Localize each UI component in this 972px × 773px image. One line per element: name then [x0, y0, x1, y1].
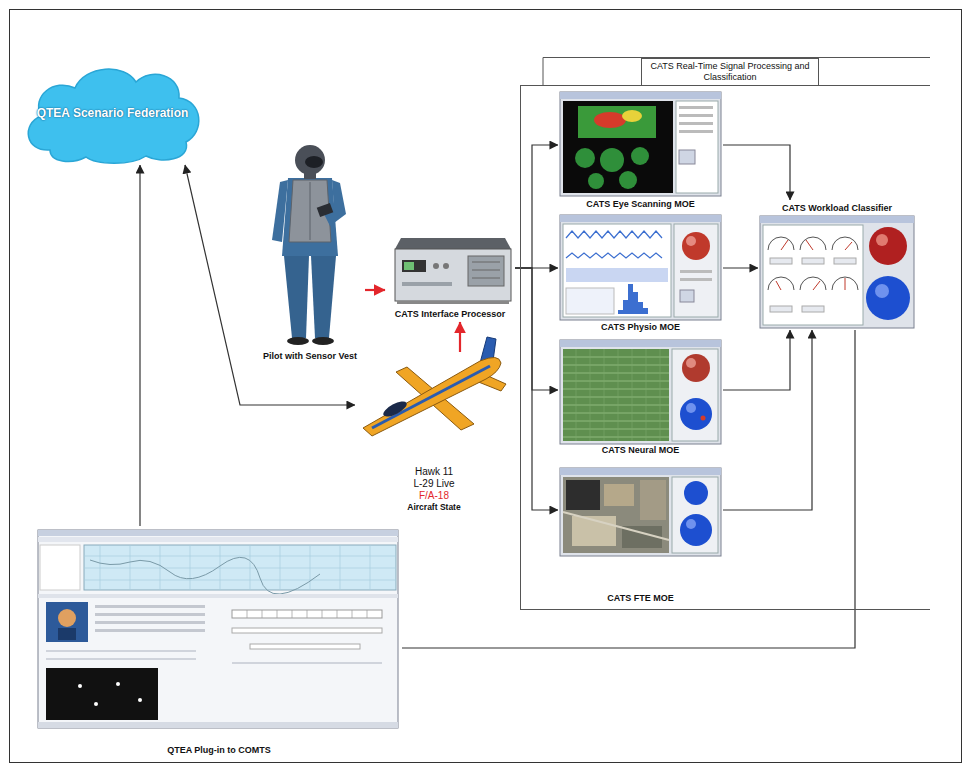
pilot-illustration [272, 145, 346, 345]
neural-moe: CATS Neural MOE [558, 338, 723, 458]
data-flow-connector [723, 145, 790, 200]
neural-screenshot [560, 340, 721, 444]
data-flow-connector [402, 330, 855, 648]
processing-region: CATS Real-Time Signal Processing and Cla… [520, 85, 930, 610]
node-label: CATS Neural MOE [602, 445, 679, 456]
data-flow-connector [723, 267, 758, 268]
fte-moe: CATS FTE MOE [558, 466, 723, 606]
region-bracket [543, 58, 930, 86]
node-label: CATS FTE MOE [607, 593, 673, 604]
node-label: CATS Interface Processor [395, 309, 505, 320]
aircraft-state: Hawk 11L-29 LiveF/A-18Aircraft State [355, 352, 513, 514]
interface-processor: CATS Interface Processor [385, 232, 515, 322]
workload-classifier: CATS Workload Classifier [758, 200, 916, 330]
node-label: CATS Eye Scanning MOE [586, 199, 694, 210]
data-flow-connector [515, 268, 558, 390]
data-flow-connector [723, 330, 790, 390]
signal-arrow [459, 322, 461, 352]
data-flow-connector [185, 165, 355, 405]
comts-screenshot [38, 530, 398, 728]
node-label: CATS Workload Classifier [782, 203, 892, 214]
node-label: F/A-18 [419, 490, 449, 502]
data-flow-connector [723, 330, 812, 510]
physio-screenshot [560, 215, 721, 320]
scenario-cloud: QTEA Scenario Federation [20, 60, 205, 165]
pilot-figure: Pilot with Sensor Vest [255, 138, 365, 364]
node-label: Pilot with Sensor Vest [263, 351, 357, 362]
eye-scanning-screenshot [560, 92, 721, 196]
data-flow-connector [139, 165, 140, 526]
fte-screenshot [560, 468, 721, 556]
comts-plugin: QTEA Plug-in to COMTS [36, 526, 402, 758]
node-label: L-29 Live [413, 478, 454, 490]
signal-arrow [365, 289, 385, 291]
page-frame [10, 10, 962, 763]
eye-scanning-moe: CATS Eye Scanning MOE [558, 90, 723, 212]
node-label: Aircraft State [407, 502, 460, 512]
classifier-screenshot [760, 216, 914, 328]
node-label: Hawk 11 [415, 466, 453, 478]
data-flow-connector [515, 268, 558, 510]
processor-illustration [395, 238, 511, 304]
data-flow-connector [515, 145, 558, 268]
region-heading: CATS Real-Time Signal Processing and Cla… [641, 58, 819, 86]
physio-moe: CATS Physio MOE [558, 213, 723, 335]
node-label: QTEA Plug-in to COMTS [167, 745, 271, 756]
node-label: QTEA Scenario Federation [37, 106, 189, 120]
node-label: CATS Physio MOE [601, 322, 680, 333]
aircraft-illustration [363, 337, 506, 436]
